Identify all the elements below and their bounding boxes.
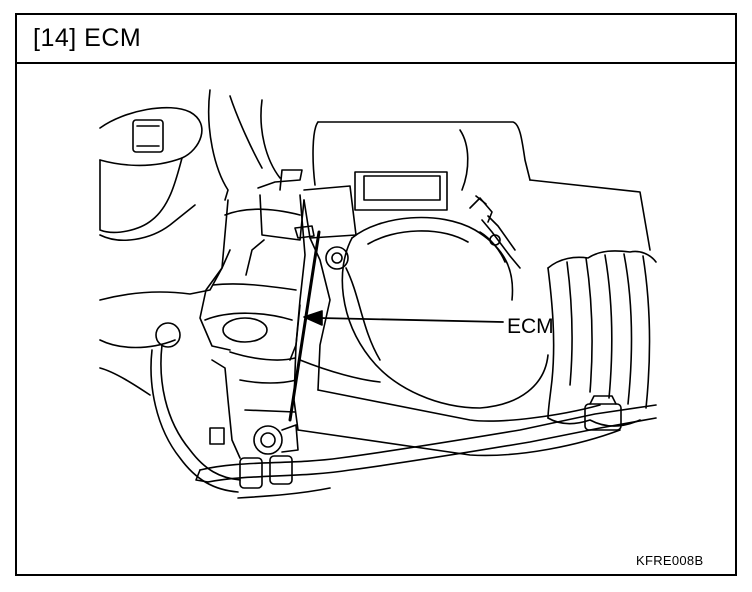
- figure-code: KFRE008B: [636, 553, 704, 568]
- bottom-wiring: [195, 395, 657, 499]
- left-bracket: [99, 249, 241, 493]
- ecm-callout-label: ECM: [507, 315, 554, 338]
- figure-title: [14] ECM: [33, 24, 142, 52]
- intake-outlet: [341, 216, 549, 409]
- harness-duct: [199, 89, 306, 361]
- ecm-edge: [288, 230, 321, 422]
- ecm-connector: [257, 169, 448, 270]
- sensor-plug: [469, 195, 521, 269]
- figure-frame: [14] ECM: [15, 13, 737, 576]
- figure-header: [14] ECM: [17, 15, 735, 64]
- upper-left-hose: [99, 106, 203, 241]
- ecm-housing: [293, 121, 651, 457]
- callout-arrow: [303, 310, 504, 326]
- lower-bracket: [209, 351, 299, 459]
- corrugated-hose: [547, 250, 657, 427]
